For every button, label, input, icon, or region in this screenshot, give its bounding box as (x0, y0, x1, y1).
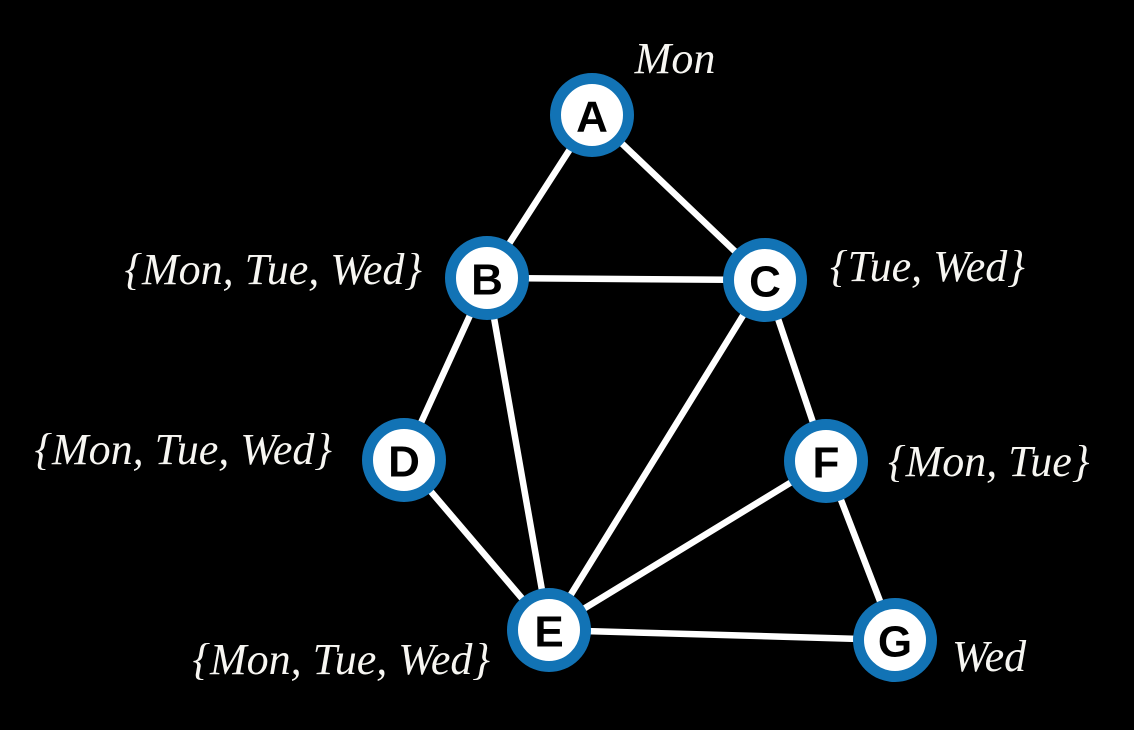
domain-label-C: {Tue, Wed} (830, 242, 1025, 291)
edge-C-E (545, 276, 769, 634)
edge-B-E (483, 274, 553, 634)
node-letter-A: A (576, 92, 608, 141)
domain-label-D: {Mon, Tue, Wed} (34, 425, 332, 474)
node-circle-D (362, 418, 446, 502)
node-F: F (784, 419, 868, 503)
node-letter-D: D (388, 437, 420, 486)
node-circle-G (853, 598, 937, 682)
node-letter-E: E (534, 607, 563, 656)
edges-layer (400, 111, 899, 644)
node-C: C (723, 238, 807, 322)
node-letter-F: F (813, 438, 840, 487)
node-A: A (550, 73, 634, 157)
node-circle-A (550, 73, 634, 157)
labels-layer: Mon {Mon, Tue, Wed} {Tue, Wed} {Mon, Tue, W… (34, 34, 1089, 684)
node-letter-B: B (471, 255, 503, 304)
node-D: D (362, 418, 446, 502)
node-G: G (853, 598, 937, 682)
edge-E-F (545, 457, 830, 634)
node-circle-B (445, 236, 529, 320)
node-circle-E (507, 588, 591, 672)
node-E: E (507, 588, 591, 672)
node-B: B (445, 236, 529, 320)
domain-label-E: {Mon, Tue, Wed} (192, 635, 490, 684)
edge-E-G (545, 626, 899, 644)
domain-label-A: Mon (634, 34, 716, 83)
node-circle-F (784, 419, 868, 503)
domain-label-B: {Mon, Tue, Wed} (124, 245, 422, 294)
nodes-layer: A B C D E F G (362, 73, 937, 682)
edge-B-C (483, 274, 769, 284)
domain-label-F: {Mon, Tue} (888, 437, 1090, 486)
domain-label-G: Wed (952, 632, 1027, 681)
node-circle-C (723, 238, 807, 322)
node-letter-G: G (878, 617, 912, 666)
node-letter-C: C (749, 257, 781, 306)
